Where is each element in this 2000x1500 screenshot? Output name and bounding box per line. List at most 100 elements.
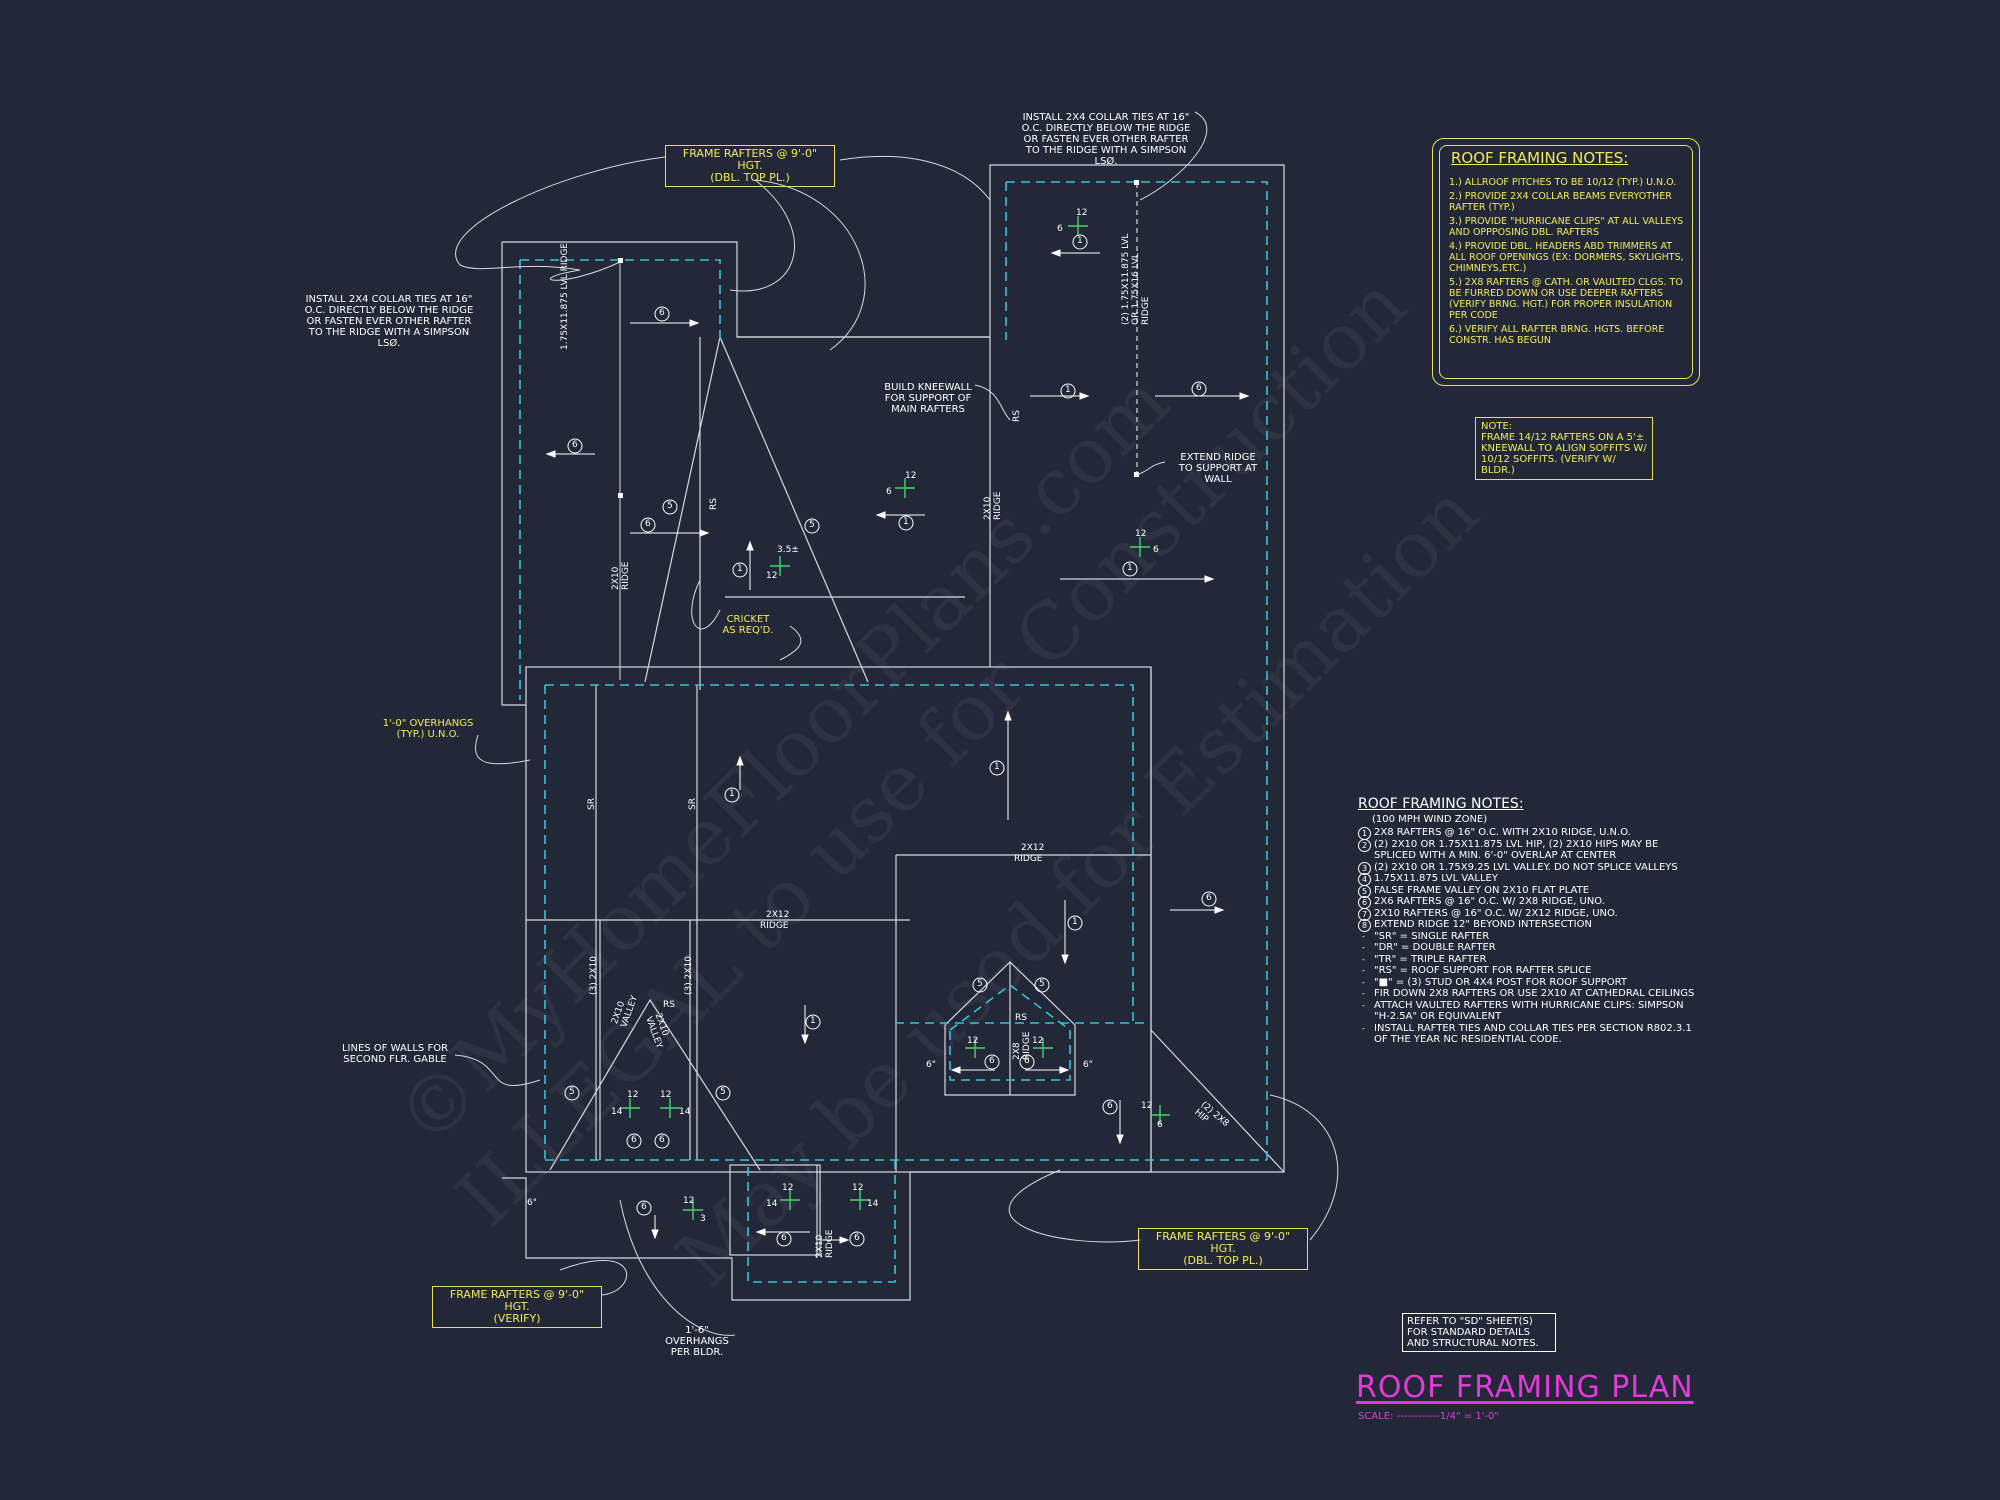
overhang-line: 1'-0" OVERHANGS [382, 718, 474, 729]
pitch-label: 14 [679, 1107, 691, 1117]
pitch-label: 3.5± [777, 545, 799, 555]
roof-framing-legend: ROOF FRAMING NOTES: (100 MPH WIND ZONE) … [1358, 796, 1698, 1046]
drawing-scale: SCALE: ------------1/4" = 1'-0" [1358, 1411, 1500, 1422]
legend-text: "■" = (3) STUD OR 4x4 POST FOR ROOF SUPP… [1374, 976, 1627, 988]
legend-subtitle: (100 MPH WIND ZONE) [1372, 814, 1488, 825]
roof-framing-note-item: 3.) PROVIDE "HURRICANE CLIPS" AT ALL VAL… [1449, 216, 1684, 238]
legend-text: "DR" = DOUBLE RAFTER [1374, 942, 1496, 953]
key-label: 6 [572, 440, 578, 450]
frame-rafters-right-box: FRAME RAFTERS @ 9'-0" HGT. (DBL. TOP PL.… [1138, 1228, 1308, 1270]
pitch-label: 12 [1032, 1036, 1044, 1046]
legend-item: -"SR" = SINGLE RAFTER [1358, 931, 1698, 943]
key-label: 1 [1065, 385, 1071, 395]
key-label: 5 [720, 1087, 726, 1097]
key-label: 1 [994, 762, 1000, 772]
overhang-dim: 6" [527, 1198, 537, 1208]
refer-box: REFER TO "SD" SHEET(S) FOR STANDARD DETA… [1402, 1313, 1556, 1352]
legend-text: EXTEND RIDGE 12" BEYOND INTERSECTION [1374, 919, 1592, 930]
legend-key: - [1362, 1023, 1365, 1033]
roof-framing-notes-inner [1439, 145, 1693, 379]
legend-item: 41.75x11.875 LVL VALLEY [1358, 873, 1698, 886]
legend-list: 12x8 RAFTERS @ 16" O.C. WITH 2x10 RIDGE,… [1358, 827, 1698, 1046]
key-label: 1 [810, 1016, 816, 1026]
legend-text: 2x10 RAFTERS @ 16" O.C. W/ 2x12 RIDGE, U… [1374, 907, 1618, 919]
legend-key: - [1362, 931, 1365, 941]
legend-key: - [1362, 954, 1365, 964]
rs-label: RS [709, 498, 719, 510]
key-label: 1 [1072, 917, 1078, 927]
valley-label: (3) 2x10 [684, 956, 694, 995]
roof-framing-notes-title: ROOF FRAMING NOTES: [1451, 149, 1629, 167]
collar-ties-note-top: INSTALL 2x4 COLLAR TIES AT 16" O.C. DIRE… [1021, 112, 1191, 167]
sr-label: SR [587, 798, 597, 810]
cricket-line: CRICKET [726, 614, 770, 625]
ridge-label: RIDGE [1014, 854, 1043, 864]
legend-title: ROOF FRAMING NOTES: [1358, 796, 1524, 812]
collar-ties-note-left: INSTALL 2x4 COLLAR TIES AT 16" O.C. DIRE… [304, 294, 474, 349]
overhang-line: PER BLDR. [670, 1347, 724, 1358]
legend-key: - [1362, 943, 1365, 952]
lines-of-walls-note: LINES OF WALLS FOR SECOND FLR. GABLE [341, 1043, 449, 1065]
key-label: 6 [1107, 1101, 1113, 1111]
legend-item: 62x6 RAFTERS @ 16" O.C. W/ 2x8 RIDGE, UN… [1358, 896, 1698, 909]
legend-text: "RS" = ROOF SUPPORT FOR RAFTER SPLICE [1374, 965, 1592, 976]
legend-text: INSTALL RAFTER TIES AND COLLAR TIES PER … [1374, 1022, 1692, 1046]
pitch-label: 12 [660, 1090, 672, 1100]
key-label: 6 [1206, 893, 1212, 903]
overhang-dim: 6" [1083, 1060, 1093, 1070]
pitch-label: 12 [1076, 208, 1088, 218]
key-label: 5 [977, 979, 983, 989]
rs-label: RS [663, 1000, 675, 1010]
overhang-line: 1'-6" OVERHANGS [665, 1325, 729, 1347]
key-label: 5 [809, 520, 815, 530]
ridge-label: 2x10 RIDGE [611, 561, 631, 591]
legend-text: 2x8 RAFTERS @ 16" O.C. WITH 2x10 RIDGE, … [1374, 827, 1631, 838]
frame-rafters-line: FRAME RAFTERS @ 9'-0" HGT. [682, 147, 818, 172]
frame-rafters-line: FRAME RAFTERS @ 9'-0" HGT. [449, 1288, 585, 1313]
legend-text: 1.75x11.875 LVL VALLEY [1374, 873, 1498, 884]
roof-framing-note-item: 6.) VERIFY ALL RAFTER BRNG. HGTS. BEFORE… [1449, 324, 1665, 346]
legend-key: - [1362, 977, 1365, 987]
ridge-label: 2x12 [1021, 843, 1045, 853]
overhang-1-0-note: 1'-0" OVERHANGS (TYP.) U.N.O. [378, 718, 478, 740]
frame-rafters-line: (VERIFY) [493, 1312, 541, 1325]
legend-text: (2) 2x10 OR 1.75x9.25 LVL VALLEY. DO NOT… [1374, 861, 1678, 873]
roof-framing-notes-panel: ROOF FRAMING NOTES: 1.) ALLROOF PITCHES … [1432, 138, 1700, 386]
legend-key: 2 [1358, 838, 1371, 852]
pitch-label: 3 [700, 1214, 706, 1224]
key-label: 6 [854, 1233, 860, 1243]
pitch-label: 12 [627, 1090, 639, 1100]
pitch-label: 14 [611, 1107, 623, 1117]
note-box-text: FRAME 14/12 RAFTERS ON A 5'± KNEEWALL TO… [1481, 432, 1647, 476]
ridge-label: 2x12 [766, 910, 790, 920]
note-box-title: NOTE: [1481, 421, 1513, 432]
pitch-label: 12 [782, 1183, 794, 1193]
sr-label: SR [688, 798, 698, 810]
ridge-label: 2x10 RIDGE [983, 491, 1003, 521]
pitch-label: 12 [852, 1183, 864, 1193]
ridge-label: 2x8 RIDGE [1012, 1031, 1032, 1061]
roof-framing-note-item: 1.) ALLROOF PITCHES TO BE 10/12 (TYP.) U… [1449, 177, 1677, 188]
key-label: 5 [1039, 979, 1045, 989]
key-label: 6 [659, 308, 665, 318]
pitch-label: 12 [1141, 1101, 1153, 1111]
key-label: 6 [1196, 383, 1202, 393]
legend-item: -INSTALL RAFTER TIES AND COLLAR TIES PER… [1358, 1023, 1698, 1046]
legend-item: -"TR" = TRIPLE RAFTER [1358, 954, 1698, 966]
pitch-label: 12 [766, 571, 778, 581]
overhang-dim: 6" [926, 1060, 936, 1070]
pitch-label: 14 [867, 1199, 879, 1209]
roof-framing-note-item: 2.) PROVIDE 2x4 COLLAR BEAMS EVERYOTHER … [1449, 191, 1672, 213]
frame-rafters-line: (DBL. TOP PL.) [1183, 1254, 1263, 1267]
drawing-title: ROOF FRAMING PLAN [1356, 1370, 1694, 1405]
key-label: 6 [645, 519, 651, 529]
pitch-label: 12 [683, 1196, 695, 1206]
cricket-line: AS REQ'D. [722, 625, 774, 636]
ridge-label: 1.75x11.875 LVL RIDGE [560, 242, 570, 350]
key-label: 1 [729, 789, 735, 799]
pitch-label: 6 [886, 487, 892, 497]
legend-text: 2x6 RAFTERS @ 16" O.C. W/ 2x8 RIDGE, UNO… [1374, 896, 1605, 907]
legend-text: FALSE FRAME VALLEY ON 2x10 FLAT PLATE [1374, 884, 1590, 896]
